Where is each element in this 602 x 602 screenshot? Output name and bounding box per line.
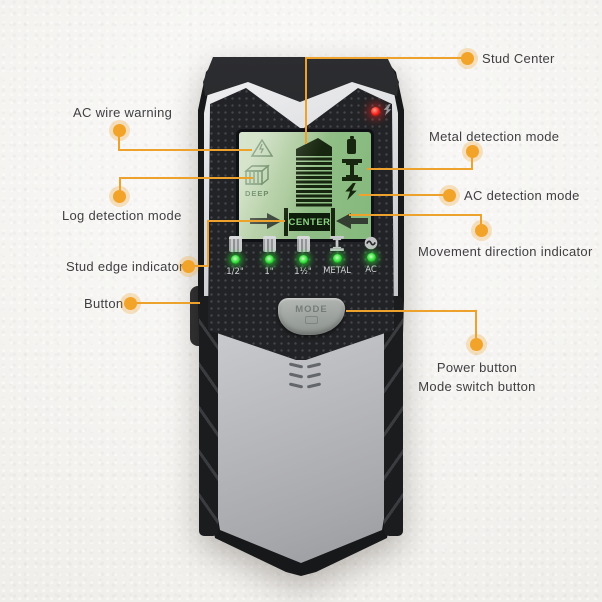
stud-edge-marker-left <box>284 208 288 236</box>
deep-mode-label: DEEP <box>245 189 270 198</box>
ac-wire-warning-label: AC wire warning <box>73 105 173 120</box>
left-rubber-grip <box>199 296 218 536</box>
ac-wire-warning-line <box>118 135 120 151</box>
stud-finder-device: DEEP <box>196 56 406 576</box>
ac-detection-line <box>359 194 447 196</box>
button-label: Button <box>84 296 124 311</box>
metal-detection-line <box>367 168 473 170</box>
power-mode-labels: Power button Mode switch button <box>377 358 577 396</box>
power-mode-line <box>475 310 477 338</box>
metal-detection-line <box>471 156 473 170</box>
led-col-one-inch: 1" <box>254 236 284 277</box>
power-button-label: Power button <box>436 360 518 375</box>
display-panel: DEEP <box>208 88 394 360</box>
metal-detection-dot <box>466 145 479 158</box>
stud-edge-line <box>207 220 209 267</box>
stud-edge-marker-right <box>331 208 335 236</box>
led-col-ac: AC <box>356 236 386 277</box>
stud-edge-dot <box>182 260 195 273</box>
log-detection-line <box>119 177 253 179</box>
green-led <box>264 255 274 264</box>
stud-center-line <box>305 57 307 144</box>
wood-stud-icon <box>296 236 310 252</box>
mode-switch-label: Mode switch button <box>418 379 536 394</box>
move-left-arrow-icon <box>336 213 368 234</box>
battery-icon <box>347 136 356 154</box>
ac-detection-label: AC detection mode <box>464 188 580 203</box>
power-mode-line <box>346 310 477 312</box>
log-detection-dot <box>113 190 126 203</box>
button-dot <box>124 297 137 310</box>
green-led <box>332 254 342 263</box>
stud-edge-line <box>193 265 209 267</box>
mode-button-slot-icon <box>305 316 318 324</box>
led-col-metal: METAL <box>322 236 352 277</box>
movement-direction-line <box>349 214 482 216</box>
led-col-inch-half: 1½" <box>288 236 318 277</box>
signal-strength-bars <box>296 138 332 207</box>
ac-voltage-bolt-icon <box>344 183 358 207</box>
green-led <box>366 253 376 262</box>
ac-wire-warning-line <box>118 149 252 151</box>
log-detection-label: Log detection mode <box>62 208 182 223</box>
right-rubber-grip <box>384 296 403 536</box>
stud-center-dot <box>461 52 474 65</box>
move-right-arrow-icon <box>250 213 282 234</box>
stud-center-label: Stud Center <box>482 51 555 66</box>
ac-detection-dot <box>443 189 456 202</box>
log-detection-line <box>119 177 121 192</box>
lcd-screen: DEEP <box>236 129 374 242</box>
green-led <box>298 255 308 264</box>
button-line <box>135 302 200 304</box>
center-indicator: CENTER <box>288 213 330 231</box>
red-ac-warning-led <box>371 107 380 116</box>
metal-detection-label: Metal detection mode <box>429 129 560 144</box>
movement-direction-label: Movement direction indicator <box>418 244 593 259</box>
stud-edge-line <box>207 220 285 222</box>
depth-mode-led-row: 1/2" 1" 1½" <box>220 236 386 277</box>
stud-center-line <box>305 57 468 59</box>
wood-stud-icon <box>262 236 276 252</box>
stud-edge-label: Stud edge indicator <box>66 259 184 274</box>
green-led <box>230 255 240 264</box>
lightning-icon <box>383 104 392 122</box>
led-col-half-inch: 1/2" <box>220 236 250 277</box>
ac-wire-warning-dot <box>113 124 126 137</box>
ac-wire-warning-icon <box>250 138 274 163</box>
power-mode-button: MODE <box>278 298 345 335</box>
metal-ibeam-icon <box>342 159 362 186</box>
wood-stud-icon <box>228 236 242 252</box>
power-mode-dot <box>470 338 483 351</box>
speaker-vents <box>288 362 322 389</box>
movement-direction-dot <box>475 224 488 237</box>
ac-wave-icon <box>364 236 378 250</box>
movement-direction-line <box>480 214 482 226</box>
metal-ibeam-icon <box>330 236 344 251</box>
